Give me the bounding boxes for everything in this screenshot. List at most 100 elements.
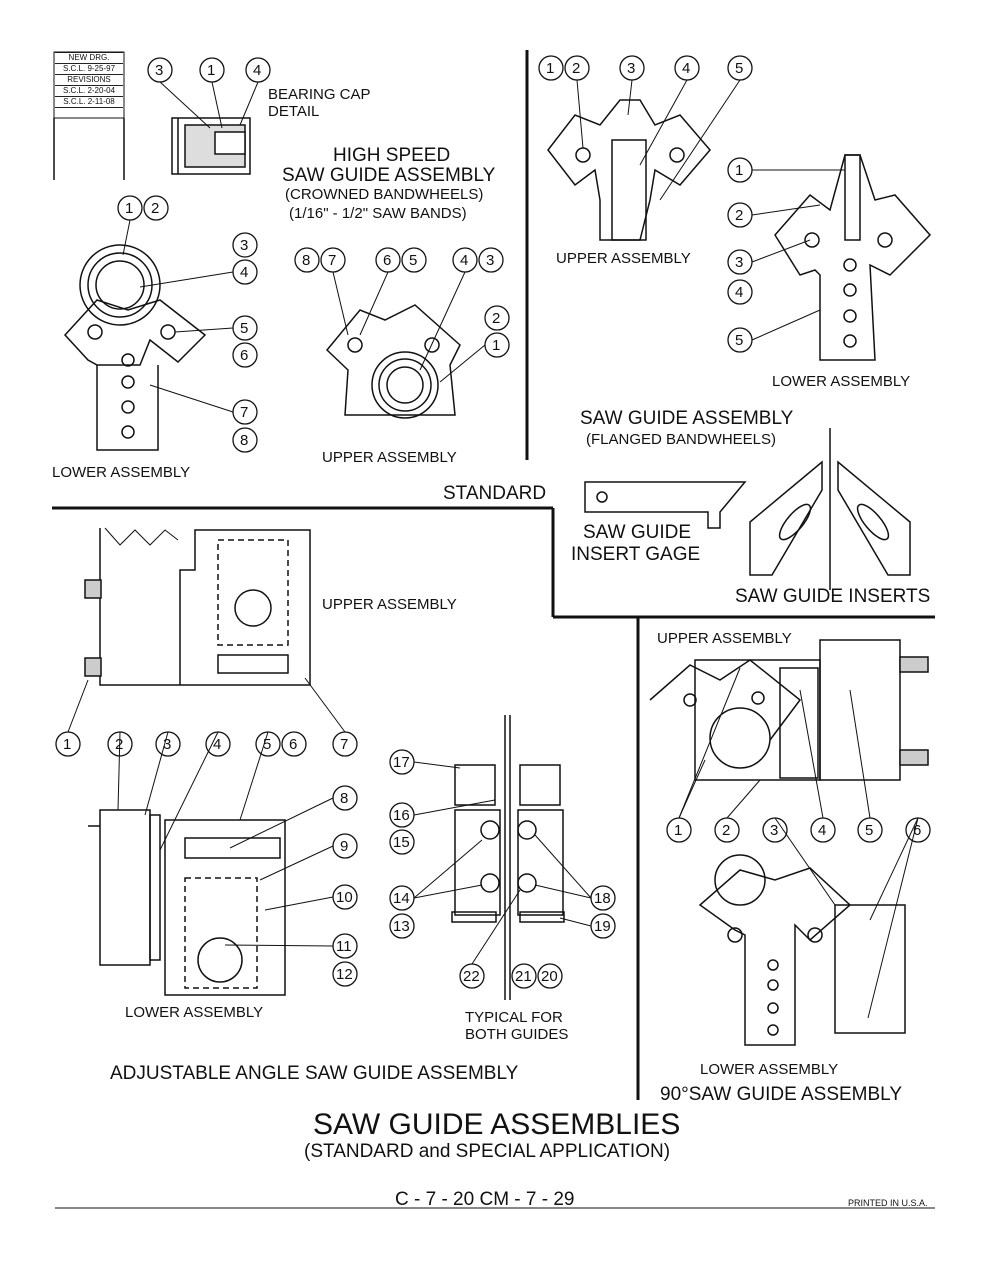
fl-title: SAW GUIDE ASSEMBLY bbox=[580, 408, 794, 429]
callout-11: 11 bbox=[336, 938, 352, 955]
callout-3: 3 bbox=[240, 237, 249, 254]
callout-3: 3 bbox=[770, 822, 779, 839]
inserts-label: SAW GUIDE INSERTS bbox=[735, 586, 931, 607]
deg-lower-assembly bbox=[698, 854, 906, 1046]
deg-lower-label: LOWER ASSEMBLY bbox=[700, 1061, 839, 1078]
callout-4: 4 bbox=[682, 60, 691, 77]
revision-block: NEW DRG. S.C.L. 9-25-97 REVISIONS S.C.L.… bbox=[55, 52, 123, 108]
callout-21: 21 bbox=[515, 968, 532, 985]
callout-12: 12 bbox=[336, 966, 353, 983]
fl-sub: (FLANGED BANDWHEELS) bbox=[586, 431, 777, 448]
standard-label: STANDARD bbox=[443, 483, 547, 504]
hs-title: HIGH SPEED bbox=[333, 145, 451, 166]
callout-19: 19 bbox=[594, 918, 611, 935]
callout-1: 1 bbox=[63, 736, 72, 753]
callout-8: 8 bbox=[340, 790, 349, 807]
callout-7: 7 bbox=[240, 404, 249, 421]
fl-lower-label: LOWER ASSEMBLY bbox=[772, 373, 911, 390]
callout-1: 1 bbox=[125, 200, 134, 217]
deg-upper-assembly bbox=[649, 639, 929, 781]
callout-5: 5 bbox=[409, 252, 418, 269]
hs-lower-assembly bbox=[63, 244, 207, 451]
callout-9: 9 bbox=[340, 838, 349, 855]
callout-5: 5 bbox=[735, 60, 744, 77]
bearing-cap-detail bbox=[171, 117, 251, 175]
callout-4: 4 bbox=[735, 284, 744, 301]
callout-2: 2 bbox=[115, 736, 124, 753]
callout-5: 5 bbox=[240, 320, 249, 337]
hs-sub2: (1/16" - 1/2" SAW BANDS) bbox=[289, 205, 467, 222]
callout-1: 1 bbox=[674, 822, 683, 839]
callout-4: 4 bbox=[818, 822, 827, 839]
callout-3: 3 bbox=[155, 62, 164, 79]
saw-guide-inserts bbox=[749, 428, 911, 590]
rev-scl2: S.C.L. 2-20-04 bbox=[55, 86, 123, 97]
gage-label1: SAW GUIDE bbox=[583, 522, 692, 543]
callout-1: 1 bbox=[735, 162, 744, 179]
rev-revisions: REVISIONS bbox=[55, 75, 123, 86]
callout-7: 7 bbox=[340, 736, 349, 753]
callout-8: 8 bbox=[302, 252, 311, 269]
callout-22: 22 bbox=[463, 968, 480, 985]
adj-upper-assembly bbox=[84, 527, 311, 686]
adj-lower-assembly bbox=[88, 809, 286, 996]
callout-18: 18 bbox=[594, 890, 611, 907]
main-title: SAW GUIDE ASSEMBLIES bbox=[313, 1108, 681, 1141]
callout-3: 3 bbox=[163, 736, 172, 753]
callout-2: 2 bbox=[735, 207, 744, 224]
printed-label: PRINTED IN U.S.A. bbox=[848, 1198, 928, 1208]
hs-upper-label: UPPER ASSEMBLY bbox=[322, 449, 457, 466]
callout-circles bbox=[55, 55, 931, 989]
callout-13: 13 bbox=[393, 918, 410, 935]
callout-4: 4 bbox=[460, 252, 469, 269]
fl-upper-assembly bbox=[547, 99, 711, 241]
callout-5: 5 bbox=[263, 736, 272, 753]
callout-8: 8 bbox=[240, 432, 249, 449]
callout-4: 4 bbox=[253, 62, 262, 79]
adj-typical-1: TYPICAL FOR bbox=[465, 1009, 563, 1026]
callout-5: 5 bbox=[735, 332, 744, 349]
adj-typical-guides bbox=[451, 715, 565, 1000]
callout-2: 2 bbox=[572, 60, 581, 77]
callout-6: 6 bbox=[913, 822, 922, 839]
detail-label: DETAIL bbox=[268, 103, 320, 120]
adj-typical-2: BOTH GUIDES bbox=[465, 1026, 569, 1043]
rev-scl3: S.C.L. 2-11-08 bbox=[55, 97, 123, 108]
fl-upper-label: UPPER ASSEMBLY bbox=[556, 250, 691, 267]
callout-1: 1 bbox=[207, 62, 216, 79]
callout-3: 3 bbox=[486, 252, 495, 269]
callout-17: 17 bbox=[393, 754, 410, 771]
callout-6: 6 bbox=[289, 736, 298, 753]
hs-sub1: (CROWNED BANDWHEELS) bbox=[285, 186, 484, 203]
deg-upper-label: UPPER ASSEMBLY bbox=[657, 630, 792, 647]
bearing-cap-label: BEARING CAP bbox=[268, 86, 371, 103]
adj-lower-label: LOWER ASSEMBLY bbox=[125, 1004, 264, 1021]
main-subtitle: (STANDARD and SPECIAL APPLICATION) bbox=[304, 1141, 671, 1162]
callout-6: 6 bbox=[383, 252, 392, 269]
insert-gage bbox=[584, 481, 747, 529]
adj-title: ADJUSTABLE ANGLE SAW GUIDE ASSEMBLY bbox=[110, 1063, 519, 1084]
callout-15: 15 bbox=[393, 834, 410, 851]
deg-title: 90°SAW GUIDE ASSEMBLY bbox=[660, 1084, 903, 1105]
callout-1: 1 bbox=[492, 337, 501, 354]
callout-4: 4 bbox=[240, 264, 249, 281]
callout-10: 10 bbox=[336, 889, 353, 906]
callout-2: 2 bbox=[722, 822, 731, 839]
callout-1: 1 bbox=[546, 60, 555, 77]
callout-5: 5 bbox=[865, 822, 874, 839]
callout-3: 3 bbox=[735, 254, 744, 271]
callout-14: 14 bbox=[393, 890, 410, 907]
hs-title2: SAW GUIDE ASSEMBLY bbox=[282, 165, 496, 186]
callout-6: 6 bbox=[240, 347, 249, 364]
callout-20: 20 bbox=[541, 968, 558, 985]
leader-lines bbox=[67, 79, 919, 1019]
page-number: C - 7 - 20 CM - 7 - 29 bbox=[395, 1189, 575, 1210]
callout-3: 3 bbox=[627, 60, 636, 77]
callout-16: 16 bbox=[393, 807, 410, 824]
fl-lower-assembly bbox=[774, 154, 932, 361]
hs-lower-label: LOWER ASSEMBLY bbox=[52, 464, 191, 481]
callout-7: 7 bbox=[328, 252, 337, 269]
callout-2: 2 bbox=[151, 200, 160, 217]
callout-2: 2 bbox=[492, 310, 501, 327]
